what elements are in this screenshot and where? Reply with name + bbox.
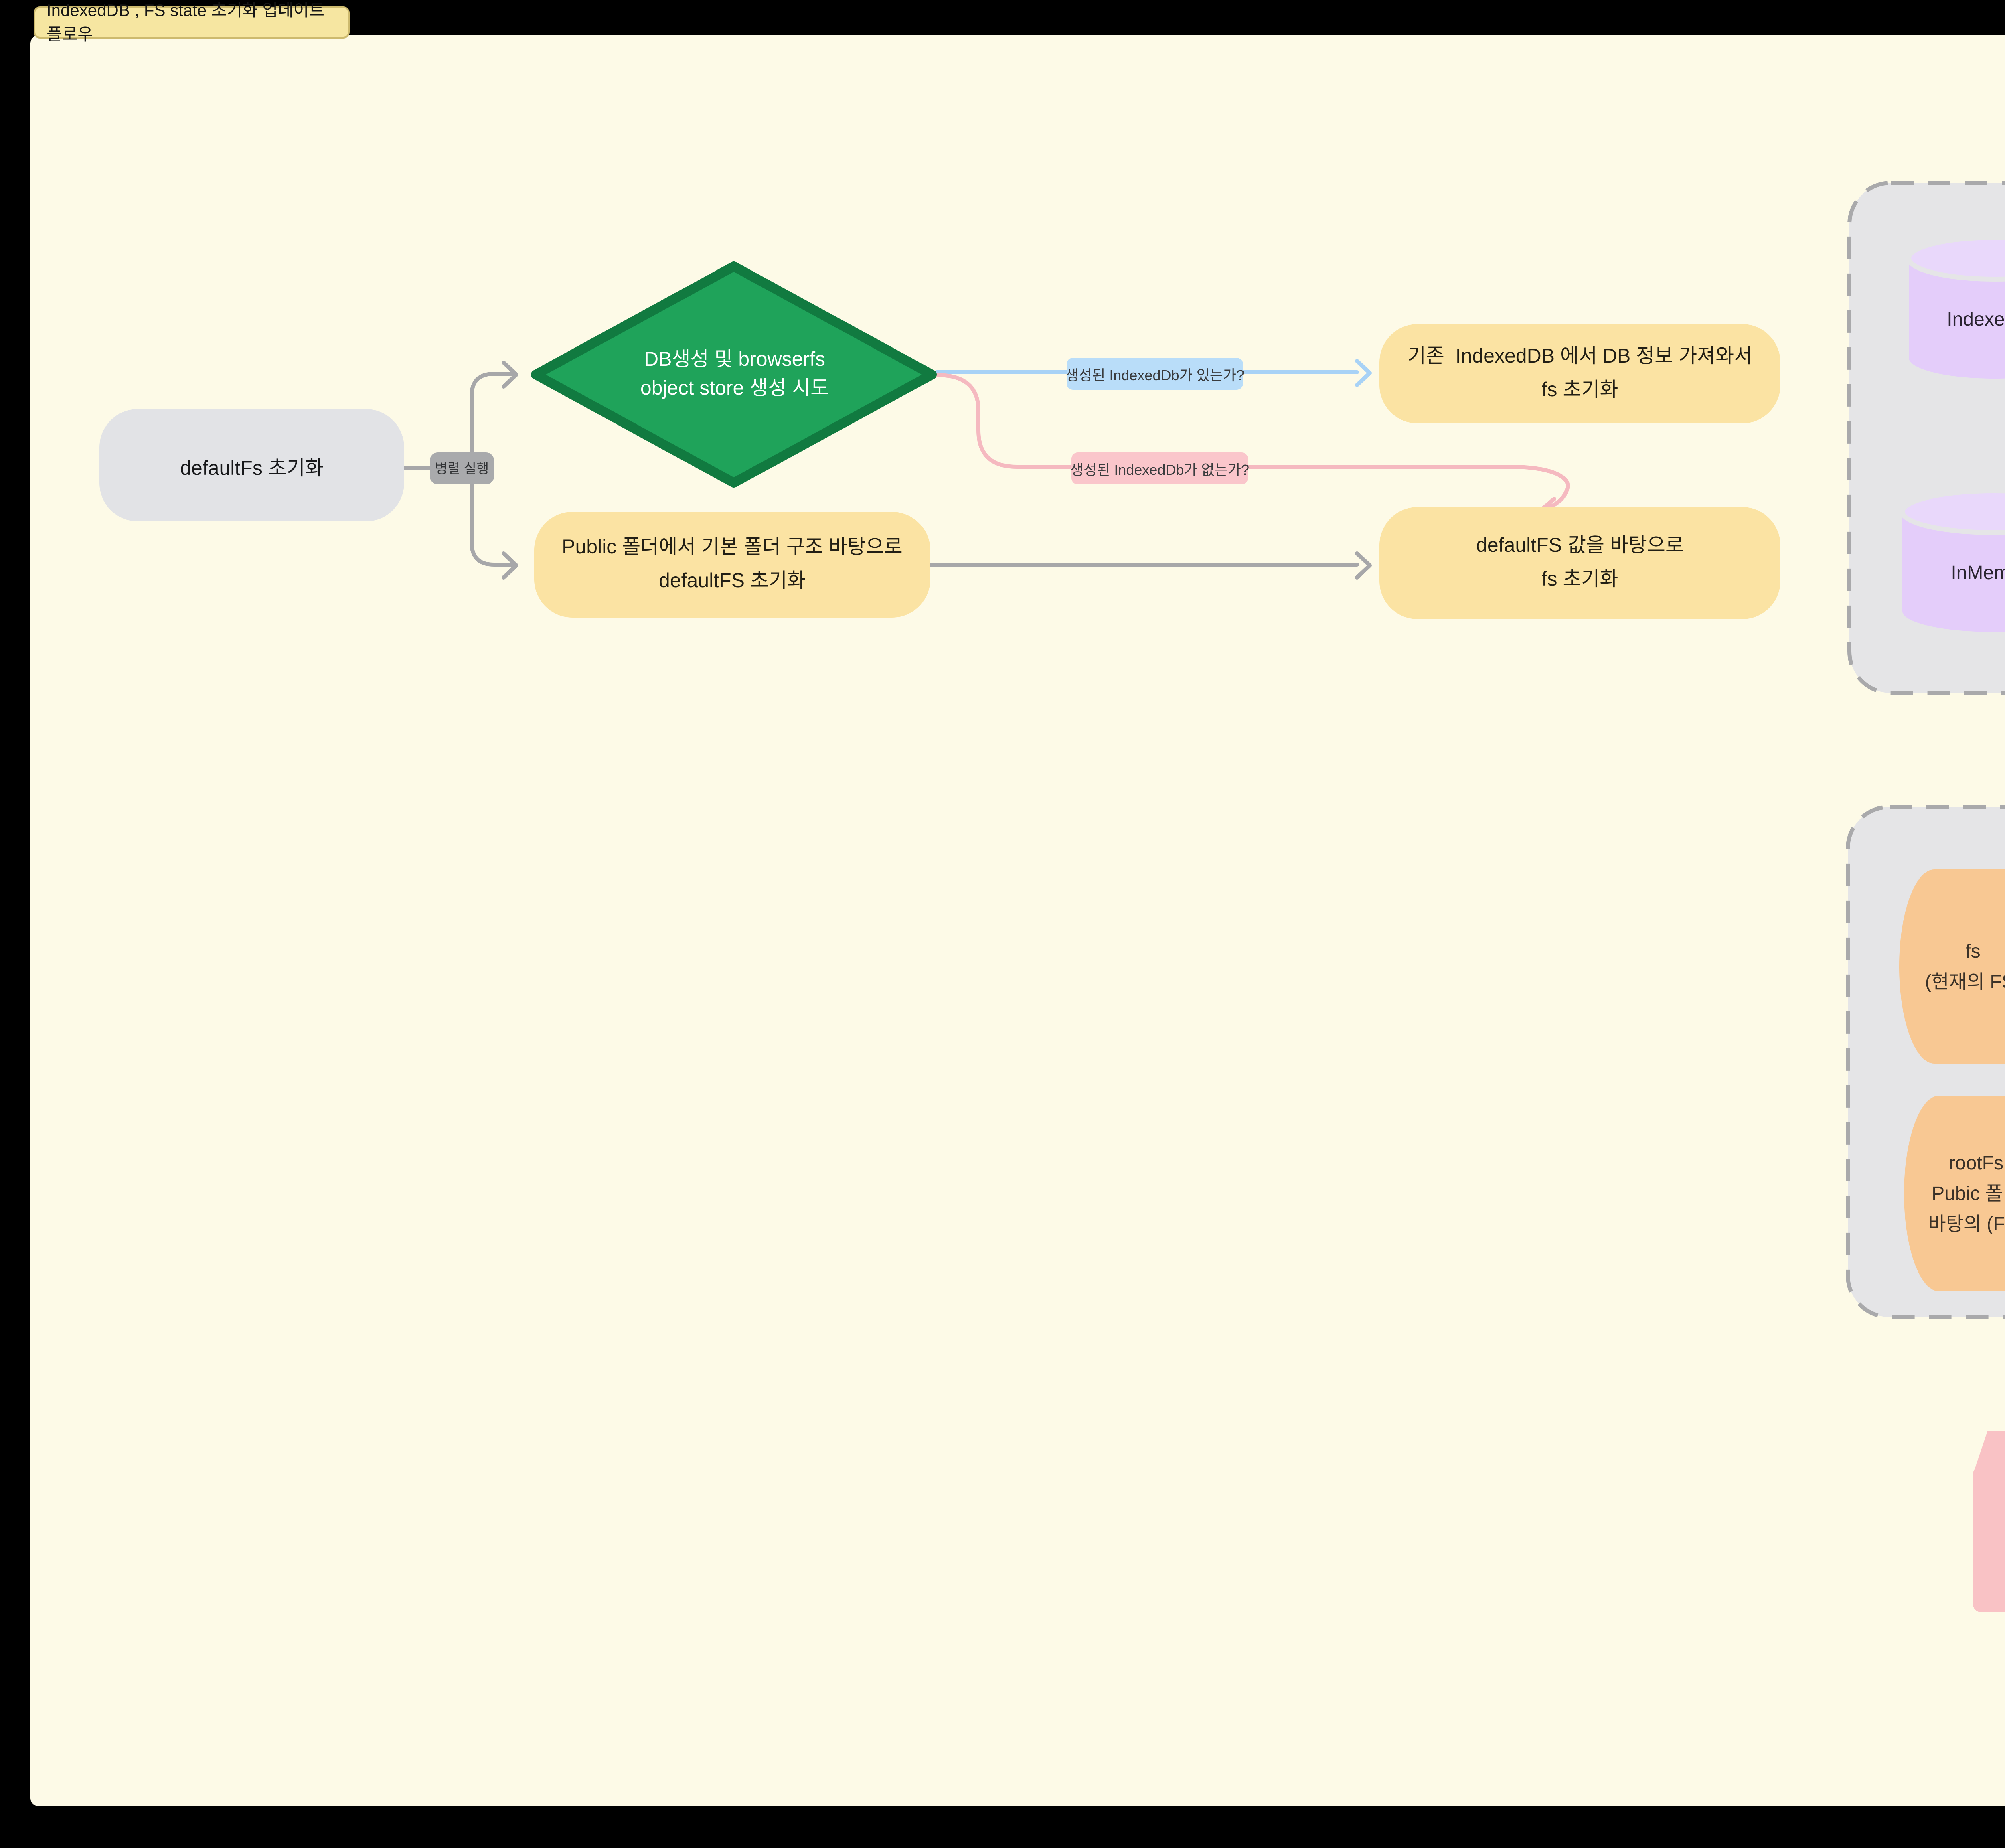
inmemory-cylinder-label: InMemory	[1951, 561, 2005, 583]
indexeddb-cylinder[interactable]	[1906, 235, 2005, 379]
arrowhead-has-db	[1355, 359, 1372, 387]
node-init-from-existing-db[interactable]: 기존 IndexedDB 에서 DB 정보 가져와서 fs 초기화	[1379, 324, 1780, 424]
node-init-fs-from-defaultfs[interactable]: defaultFS 값을 바탕으로 fs 초기화	[1379, 507, 1780, 619]
edge-no-db-line	[935, 373, 1570, 512]
edge-label-has-db[interactable]: 생성된 IndexedDb가 있는가?	[1065, 358, 1244, 390]
public-folder-node[interactable]: Public 폴더	[1973, 1466, 2005, 1612]
board-title-tab[interactable]: IndexedDB , FS state 초기화 업데이트 플로우	[34, 2, 350, 45]
fs-cylinder-label: fs (현재의 FS)	[1925, 939, 2005, 992]
edge-branch-to-decision	[470, 372, 517, 544]
rootfs-cylinder-label: rootFs Pubic 폴더 바탕의 (FS)	[1928, 1151, 2005, 1234]
node-init-from-public-folder[interactable]: Public 폴더에서 기본 폴더 구조 바탕으로 defaultFS 초기화	[534, 512, 930, 618]
node-public-line2: defaultFS 초기화	[659, 569, 806, 592]
arrowhead-decision	[502, 361, 518, 389]
decision-line2: object store 생성 시도	[640, 377, 829, 399]
indexeddb-cylinder-label: IndexedDB	[1947, 307, 2005, 330]
start-node-label: defaultFs 초기화	[180, 456, 324, 479]
fs-cylinder[interactable]	[1899, 869, 2005, 1064]
edge-branch-to-public	[470, 466, 517, 567]
edge-label-no-db[interactable]: 생성된 IndexedDb가 없는가?	[1070, 452, 1249, 484]
inmemory-cylinder[interactable]	[1900, 488, 2005, 632]
node-public-line1: Public 폴더에서 기본 폴더 구조 바탕으로	[562, 536, 903, 558]
node-default-line1: defaultFS 값을 바탕으로	[1476, 534, 1684, 557]
arrowhead-public	[502, 551, 518, 580]
edge-label-has-db-text: 생성된 IndexedDb가 있는가?	[1065, 367, 1244, 383]
parallel-exec-label: 병렬 실행	[435, 460, 489, 476]
decision-node-text[interactable]: DB생성 및 browserfs object store 생성 시도	[558, 314, 911, 433]
arrowhead-default-gray	[1355, 551, 1372, 580]
parallel-exec-badge[interactable]: 병렬 실행	[430, 452, 494, 484]
rootfs-cylinder[interactable]	[1904, 1096, 2005, 1291]
node-default-line2: fs 초기화	[1541, 568, 1618, 590]
decision-diamond[interactable]	[531, 261, 937, 488]
start-node[interactable]: defaultFs 초기화	[99, 409, 404, 521]
node-existing-line1: 기존 IndexedDB 에서 DB 정보 가져와서	[1407, 345, 1753, 367]
edge-label-no-db-text: 생성된 IndexedDb가 없는가?	[1070, 461, 1249, 477]
board-title-text: IndexedDB , FS state 초기화 업데이트 플로우	[47, 2, 325, 45]
node-existing-line2: fs 초기화	[1541, 379, 1618, 401]
decision-line1: DB생성 및 browserfs	[644, 347, 825, 370]
